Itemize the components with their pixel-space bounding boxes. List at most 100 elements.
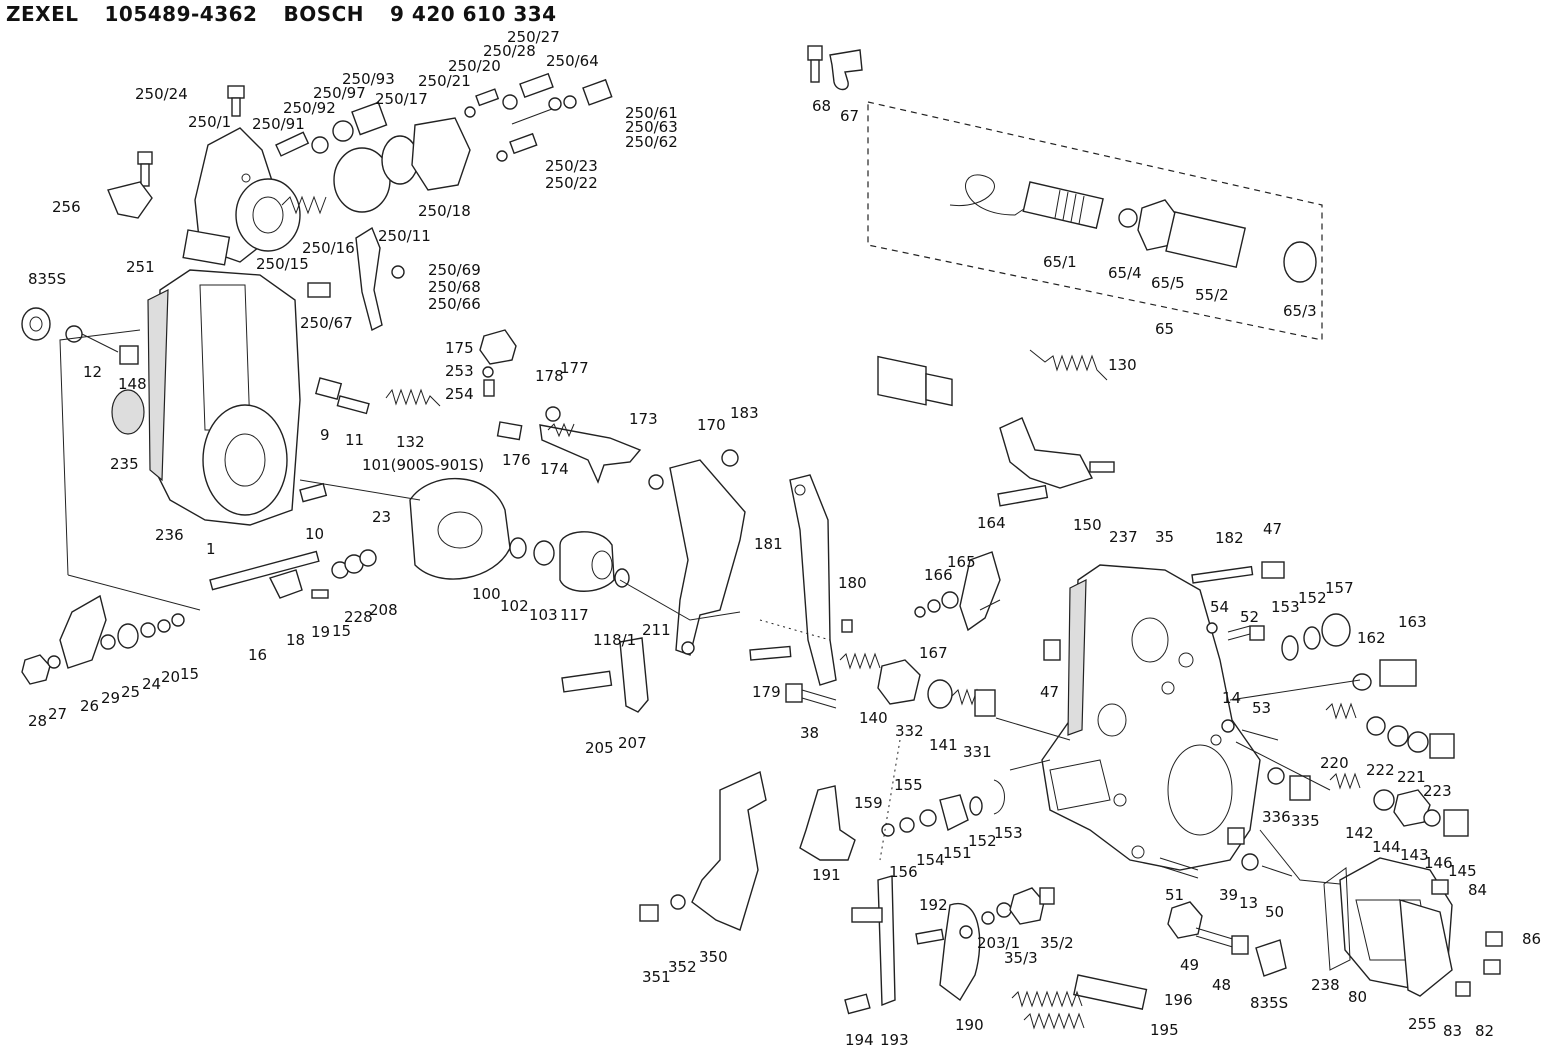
part-label: 13 [1239, 894, 1258, 912]
lever-250-66 [307, 226, 405, 332]
part-label: 47 [1263, 520, 1282, 538]
shaft-16 [209, 550, 320, 599]
part-label: 163 [1398, 613, 1427, 631]
leader-line-j [759, 619, 831, 641]
part-label: 26 [80, 697, 99, 715]
lever-193 [851, 875, 896, 1007]
part-label: 86 [1522, 930, 1541, 948]
part-label: 173 [629, 410, 658, 428]
part-label: 47 [1040, 683, 1059, 701]
part-label: 83 [1443, 1022, 1462, 1040]
sensor-cable [949, 174, 1041, 216]
part-label: 50 [1265, 903, 1284, 921]
part-label: 148 [118, 375, 147, 393]
parts-250-9x [275, 101, 388, 157]
part-label: 39 [1219, 886, 1238, 904]
part-label: 38 [800, 724, 819, 742]
bolt-38 [785, 683, 837, 709]
part-label: 222 [1366, 761, 1395, 779]
bracket-256 [107, 151, 153, 219]
part-label: 250/23 [545, 157, 598, 175]
part-label: 203/1 [977, 934, 1020, 952]
leader-line-l [979, 599, 1001, 611]
part-label: 195 [1150, 1021, 1179, 1039]
part-label: 156 [889, 863, 918, 881]
part-label: 250/63 [625, 118, 678, 136]
part-label: 80 [1348, 988, 1367, 1006]
leader-line-h [1009, 759, 1051, 771]
part-label: 336 [1262, 808, 1291, 826]
rings-153-152-157 [1281, 613, 1351, 661]
part-label: 250/28 [483, 42, 536, 60]
leader-line-k [879, 739, 901, 861]
cam-235 [111, 389, 145, 435]
part-label: 250/1 [188, 113, 231, 131]
springs-195 [1011, 990, 1085, 1030]
lever-164 [914, 551, 1001, 632]
part-label: 153 [994, 824, 1023, 842]
part-label: 18 [286, 631, 305, 649]
spring-132 [385, 388, 441, 407]
sensor-assembly-outline [867, 101, 1323, 341]
adjuster-331 [951, 688, 996, 717]
part-label: 1 [206, 540, 216, 558]
leader-line-f [1229, 679, 1361, 701]
housing-bore [202, 404, 288, 516]
part-label: 236 [155, 526, 184, 544]
part-label: 250/62 [625, 133, 678, 151]
ring-65-3 [1283, 241, 1317, 283]
part-label: 162 [1357, 629, 1386, 647]
part-label: 35 [1155, 528, 1174, 546]
part-label: 24 [142, 675, 161, 693]
part-label: 179 [752, 683, 781, 701]
bracket-350 [639, 771, 767, 931]
adjuster-220-223 [1325, 702, 1455, 759]
leader-line-c [299, 479, 421, 501]
part-label: 154 [916, 851, 945, 869]
part-label: 180 [838, 574, 867, 592]
screws-51-39-13-50 [1159, 827, 1293, 879]
part-label: 196 [1164, 991, 1193, 1009]
part-label: 254 [445, 385, 474, 403]
parts-203-35 [981, 887, 1055, 925]
part-label: 335 [1291, 812, 1320, 830]
part-label: 15 [180, 665, 199, 683]
part-label: 9 [320, 426, 330, 444]
part-label: 65/1 [1043, 253, 1077, 271]
leader-line-b [67, 574, 201, 611]
plug-835S [21, 307, 51, 341]
part-label: 28 [28, 712, 47, 730]
part-label: 250/11 [378, 227, 431, 245]
sleeve-196 [1073, 974, 1148, 1010]
part-label: 237 [1109, 528, 1138, 546]
part-label: 208 [369, 601, 398, 619]
part-label: 331 [963, 743, 992, 761]
part-label: 102 [500, 597, 529, 615]
spring-130 [1029, 349, 1108, 381]
maker-label: ZEXEL [6, 2, 79, 26]
part-label: 65 [1155, 320, 1174, 338]
leader-line-d [619, 579, 741, 621]
brand-label: BOSCH [283, 2, 365, 26]
parts-151-156 [881, 779, 1005, 837]
part-label: 82 [1475, 1022, 1494, 1040]
lever-26 [59, 594, 107, 669]
part-label: 250/22 [545, 174, 598, 192]
part-label: 183 [730, 404, 759, 422]
part-label: 143 [1400, 846, 1429, 864]
bolt-10 [299, 482, 328, 503]
part-label: 132 [396, 433, 425, 451]
part-label: 211 [642, 621, 671, 639]
part-label: 16 [248, 646, 267, 664]
part-label: 157 [1325, 579, 1354, 597]
part-label: 250/69 [428, 261, 481, 279]
part-label: 250/17 [375, 90, 428, 108]
washers-15-228-208 [311, 549, 377, 599]
part-label: 164 [977, 514, 1006, 532]
part-label: 150 [1073, 516, 1102, 534]
part-label: 14 [1222, 689, 1241, 707]
plate-207 [561, 637, 649, 713]
ring-141 [927, 679, 953, 709]
